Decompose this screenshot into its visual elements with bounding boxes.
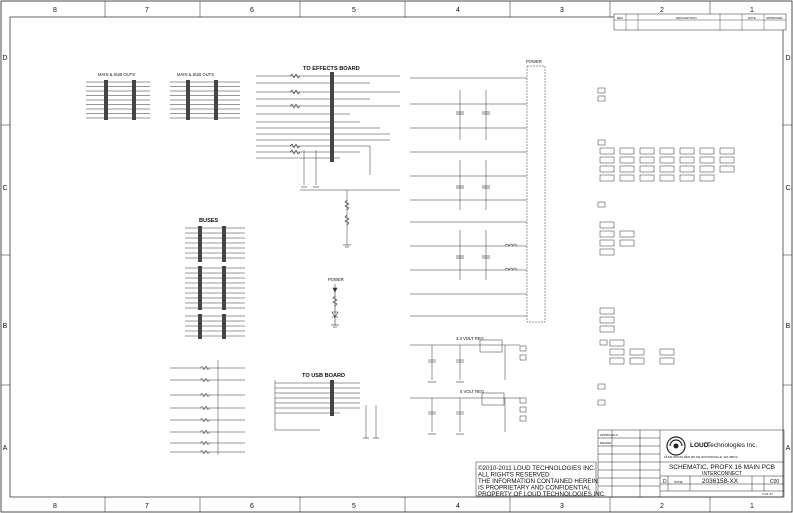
effects-board-title: TO EFFECTS BOARD: [303, 66, 360, 72]
usb-board-nets: [274, 380, 377, 438]
zone-bottom-5: 5: [352, 503, 356, 510]
copyright-line-4: IS PROPRIETARY AND CONFIDENTIAL: [478, 485, 591, 492]
effects-board-nets: [256, 75, 400, 245]
zone-left-B: B: [3, 323, 8, 330]
sheet-number: 4 OF 17: [762, 492, 773, 496]
zone-left-D: D: [2, 55, 7, 62]
drawing-number: 2036158-XX: [702, 478, 739, 485]
usb-board-title: TO USB BOARD: [302, 373, 345, 379]
zone-top-7: 7: [145, 7, 149, 14]
company-name: Technologies Inc.: [707, 442, 757, 449]
zone-bottom-3: 3: [560, 503, 564, 510]
revision-block: REV DESCRIPTION DATE APPROVED: [613, 13, 787, 31]
reg-3v3-title: 3.3 VOLT REG: [456, 336, 484, 341]
zone-top-6: 6: [250, 7, 254, 14]
usb-resistor-network: [170, 360, 245, 455]
power-connector-body: [526, 65, 546, 323]
zone-top-1: 1: [750, 7, 754, 14]
effects-board-connector: [330, 72, 334, 162]
drawing-size: D: [663, 479, 667, 485]
zone-top-2: 2: [660, 7, 664, 14]
title-block: [597, 429, 785, 498]
sheet-border-inner: [9, 16, 784, 498]
company-address: 16220 WOOD-RED RD NE WOODINVILLE, WA 980…: [664, 455, 738, 459]
rev-header: REV: [617, 16, 623, 20]
zone-bottom-1: 1: [750, 503, 754, 510]
main-sub-outs-title-1: MAIN & SUB OUTS: [98, 72, 135, 77]
company-logo-text: LOUD: [690, 442, 709, 449]
loud-logo: [666, 436, 686, 456]
power-connector-title: POWER: [526, 59, 542, 64]
zone-left-A: A: [3, 445, 8, 452]
copyright-line-1: ©2010-2011 LOUD TECHNOLOGIES INC.: [478, 465, 596, 472]
zone-bottom-7: 7: [145, 503, 149, 510]
drawing-scale: NONE: [674, 480, 683, 484]
main-sub-outs-nets: [86, 81, 240, 119]
regulator-circuits: [410, 339, 520, 432]
date-header: DATE: [748, 16, 756, 20]
zone-right-B: B: [786, 323, 791, 330]
effects-resistors: [289, 73, 350, 226]
zone-bottom-2: 2: [660, 503, 664, 510]
drawing-title-line-1: SCHEMATIC, PROFX 16 MAIN PCB: [669, 464, 775, 471]
power-led-circuit: [331, 284, 339, 328]
approved-header: APPROVED: [766, 16, 784, 20]
buses-title: BUSES: [199, 218, 219, 224]
drawing-title-line-2: INTERCONNECT: [702, 471, 742, 477]
buses-nets: [185, 227, 245, 337]
zone-right-D: D: [785, 55, 790, 62]
zone-right-C: C: [785, 185, 790, 192]
copyright-line-5: PROPERTY OF LOUD TECHNOLOGIES INC.: [478, 491, 606, 498]
zone-bottom-6: 6: [250, 503, 254, 510]
regulator-test-points: [519, 345, 527, 422]
approvals-label: APPROVALS: [600, 433, 618, 437]
zone-top-3: 3: [560, 7, 564, 14]
switch-grid: [597, 87, 735, 406]
ground-symbols: [301, 186, 464, 439]
copyright-box: [475, 461, 597, 497]
zone-top-8: 8: [53, 7, 57, 14]
power-capacitors: [456, 111, 518, 271]
zone-left-C: C: [2, 185, 7, 192]
zone-bottom-4: 4: [456, 503, 460, 510]
main-sub-outs-connectors: [104, 80, 218, 120]
main-sub-outs-title-2: MAIN & SUB OUTS: [177, 72, 214, 77]
drawn-label: DRAWN: [600, 441, 611, 445]
drawing-revision: C00: [770, 479, 779, 485]
copyright-line-3: THE INFORMATION CONTAINED HEREIN: [478, 478, 598, 485]
zone-top-5: 5: [352, 7, 356, 14]
description-header: DESCRIPTION: [676, 16, 697, 20]
buses-connectors: [198, 226, 226, 339]
zone-bottom-8: 8: [53, 503, 57, 510]
power-led-title: POWER: [328, 277, 344, 282]
usb-board-connector: [330, 380, 334, 416]
reg-5v-title: 5 VOLT REG: [460, 389, 484, 394]
zone-top-4: 4: [456, 7, 460, 14]
power-rail-nets: [410, 77, 527, 317]
zone-right-A: A: [786, 445, 791, 452]
copyright-line-2: ALL RIGHTS RESERVED: [478, 472, 550, 479]
